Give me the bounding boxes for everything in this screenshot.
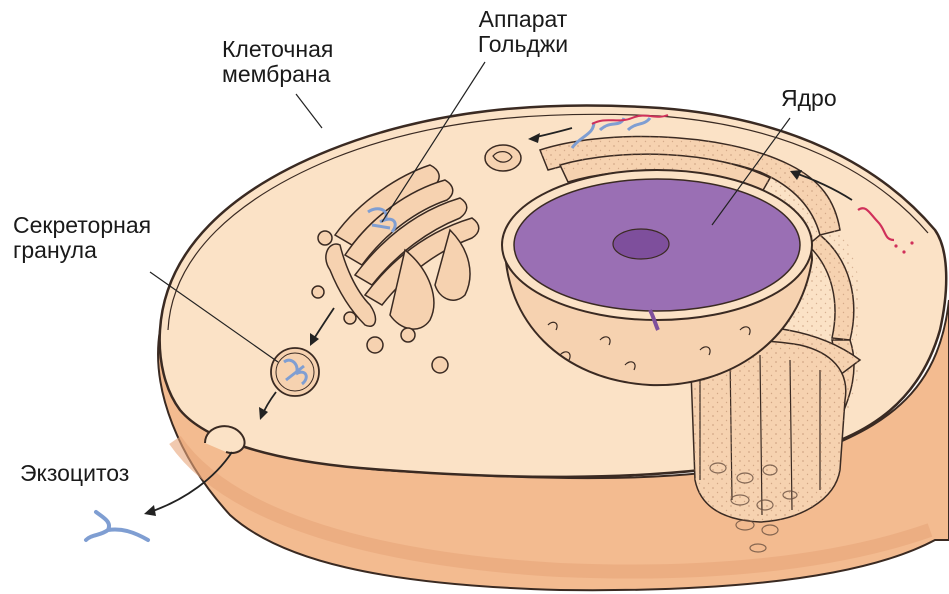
label-granule-line1: Секреторная <box>13 213 151 238</box>
label-nucleus: Ядро <box>781 86 837 111</box>
label-membrane: Клеточная мембрана <box>222 37 333 87</box>
nucleolus <box>613 229 669 259</box>
label-membrane-line1: Клеточная <box>222 37 333 62</box>
label-golgi: Аппарат Гольджи <box>463 7 583 57</box>
label-nucleus-text: Ядро <box>781 86 837 111</box>
label-golgi-line1: Аппарат <box>463 7 583 32</box>
label-granule: Секреторная гранула <box>13 213 151 263</box>
secreted-protein <box>86 512 148 540</box>
label-golgi-line2: Гольджи <box>463 32 583 57</box>
transport-vesicle <box>485 145 521 171</box>
label-membrane-line2: мембрана <box>222 62 333 87</box>
label-exocytosis-text: Экзоцитоз <box>20 461 129 486</box>
label-exocytosis: Экзоцитоз <box>20 461 129 486</box>
secretory-granule <box>271 348 319 396</box>
label-granule-line2: гранула <box>13 238 151 263</box>
